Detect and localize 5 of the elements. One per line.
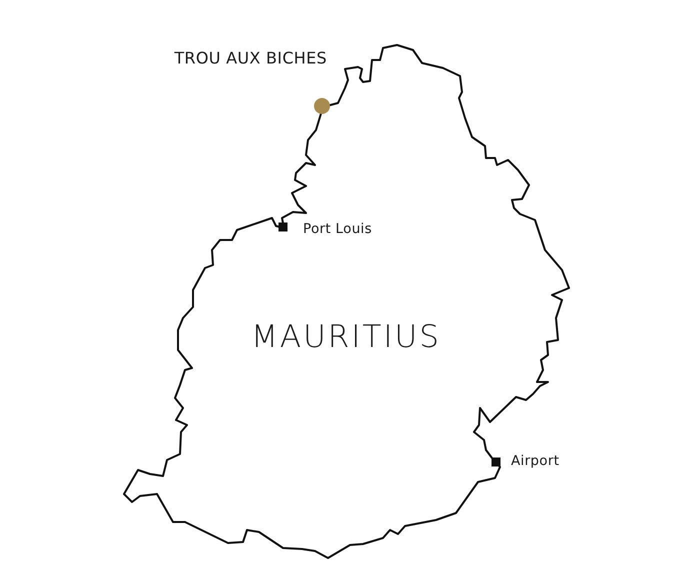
city-label: Port Louis [303,221,372,237]
island-name: MAURITIUS [251,319,441,355]
place-label: TROU AUX BICHES [174,48,327,68]
island-outline [122,43,572,561]
place-label: Airport [511,453,560,469]
